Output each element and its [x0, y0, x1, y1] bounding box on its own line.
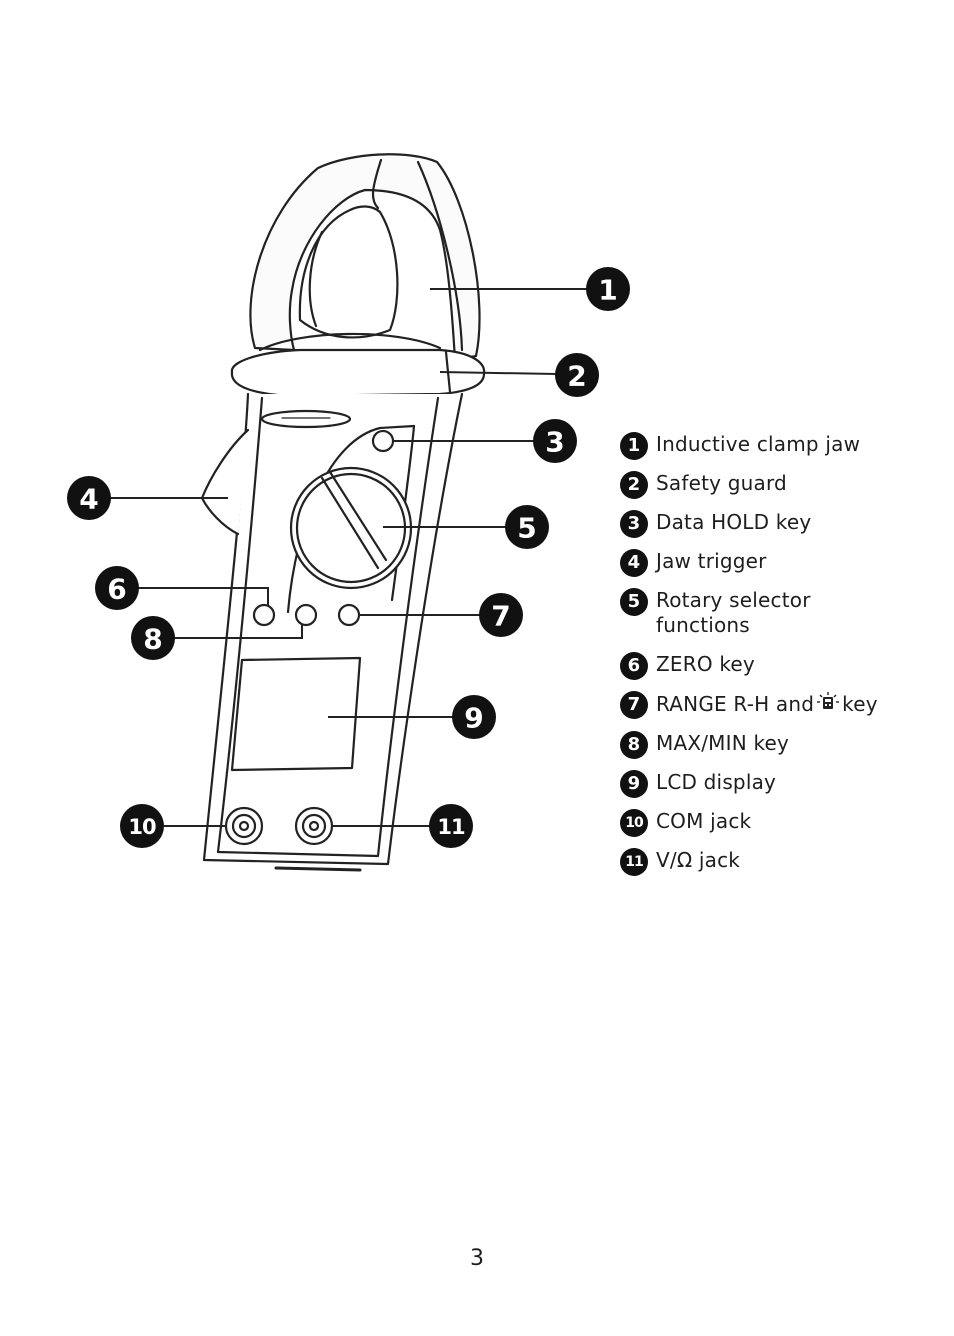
legend-item-9: 9 LCD display: [620, 770, 940, 798]
legend-item-2: 2 Safety guard: [620, 471, 940, 499]
legend-number: 6: [620, 652, 648, 680]
legend-item-5: 5 Rotary selector functions: [620, 588, 940, 638]
legend-label-after: key: [842, 692, 878, 716]
com-jack-drawing: [224, 806, 264, 846]
svg-text:5: 5: [517, 512, 536, 545]
clamp-jaw-drawing: [249, 153, 481, 362]
legend-item-8: 8 MAX/MIN key: [620, 731, 940, 759]
callout-10: 10: [120, 804, 164, 848]
legend-label-before: RANGE R-H and: [656, 692, 815, 716]
legend-label: Data HOLD key: [656, 510, 812, 534]
svg-text:8: 8: [143, 623, 162, 656]
legend-label: LCD display: [656, 770, 777, 794]
callout-2: 2: [555, 353, 599, 397]
legend-number: 10: [620, 809, 648, 837]
legend-number: 4: [620, 549, 648, 577]
clamp-meter-diagram: 1 2 3 4 5 6 7 8 9 10 11: [67, 153, 630, 872]
legend-label: COM jack: [656, 809, 752, 833]
svg-text:7: 7: [491, 600, 510, 633]
legend-number: 2: [620, 471, 648, 499]
lcd-drawing: [230, 656, 362, 772]
callout-5: 5: [505, 505, 549, 549]
callout-9: 9: [452, 695, 496, 739]
legend-item-11: 11 V/Ω jack: [620, 848, 940, 876]
hold-key-drawing: [371, 429, 395, 453]
svg-text:11: 11: [437, 815, 465, 839]
legend-item-10: 10 COM jack: [620, 809, 940, 837]
svg-text:6: 6: [107, 573, 126, 606]
backlight-icon: [817, 692, 840, 709]
svg-text:9: 9: [464, 702, 483, 735]
callout-8: 8: [131, 616, 175, 660]
legend-number: 5: [620, 588, 648, 616]
callout-3: 3: [533, 419, 577, 463]
legend-number: 11: [620, 848, 648, 876]
legend-label: Rotary selector functions: [656, 588, 811, 637]
legend-label: ZERO key: [656, 652, 755, 676]
legend-number: 8: [620, 731, 648, 759]
svg-text:3: 3: [545, 426, 564, 459]
legend-item-4: 4 Jaw trigger: [620, 549, 940, 577]
legend-item-7: 7 RANGE R-H and key: [620, 691, 940, 719]
svg-text:1: 1: [598, 274, 617, 307]
legend-item-1: 1 Inductive clamp jaw: [620, 432, 940, 460]
rotary-selector-drawing: [289, 466, 413, 590]
legend-label: Safety guard: [656, 471, 787, 495]
callout-4: 4: [67, 476, 111, 520]
page-number: 3: [470, 1246, 484, 1271]
legend-label: Inductive clamp jaw: [656, 432, 861, 456]
svg-text:2: 2: [567, 360, 586, 393]
legend-label: Jaw trigger: [656, 549, 767, 573]
range-key-drawing: [337, 603, 361, 627]
legend-number: 1: [620, 432, 648, 460]
legend-number: 7: [620, 691, 648, 719]
legend-label: V/Ω jack: [656, 848, 741, 872]
legend-item-3: 3 Data HOLD key: [620, 510, 940, 538]
legend-number: 9: [620, 770, 648, 798]
callout-6: 6: [95, 566, 139, 610]
callout-7: 7: [479, 593, 523, 637]
legend-item-6: 6 ZERO key: [620, 652, 940, 680]
zero-key-drawing: [252, 603, 276, 627]
max-min-key-drawing: [294, 603, 318, 627]
callout-11: 11: [429, 804, 473, 848]
parts-legend: 1 Inductive clamp jaw 2 Safety guard 3 D…: [620, 432, 940, 876]
legend-label: MAX/MIN key: [656, 731, 790, 755]
callout-1: 1: [586, 267, 630, 311]
v-ohm-jack-drawing: [294, 806, 334, 846]
svg-text:4: 4: [79, 483, 98, 516]
legend-number: 3: [620, 510, 648, 538]
svg-text:10: 10: [128, 815, 156, 839]
